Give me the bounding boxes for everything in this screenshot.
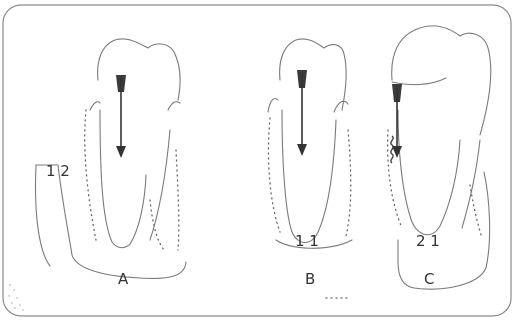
jaw-outline-c (398, 172, 490, 289)
bone-dots-c2 (470, 185, 482, 238)
tooth-root-b (282, 110, 336, 243)
tooth-crown-a (98, 39, 180, 100)
panel-a: 1 2 A (36, 39, 186, 288)
numbers-b: 1 1 (295, 232, 319, 250)
panel-c: 2 1 C (388, 26, 491, 289)
root-inner-c (462, 140, 480, 228)
gingiva-left-b (268, 99, 278, 113)
gingiva-right-b (334, 101, 348, 112)
force-arrow-a (116, 75, 126, 158)
diagram-frame (3, 5, 511, 316)
frame-speckle (8, 284, 23, 310)
bone-dots-a3 (176, 150, 179, 250)
bone-dots-a2 (150, 200, 164, 250)
numbers-c: 2 1 (416, 232, 440, 250)
tooth-root-a (100, 110, 146, 248)
gingiva-right-a (168, 102, 180, 110)
bone-dots-b2 (346, 130, 351, 236)
gingiva-left-a (90, 102, 100, 110)
numbers-a: 1 2 (46, 162, 70, 180)
crown-ridge-c (392, 78, 446, 85)
panel-label-a: A (118, 270, 129, 288)
panel-label-c: C (424, 270, 434, 288)
panel-b: 1 1 B (268, 39, 352, 298)
panel-label-b: B (305, 270, 315, 288)
bone-dots-c (388, 130, 402, 228)
bone-dots-a (85, 110, 96, 240)
tooth-crown-b (280, 39, 347, 110)
root-inner-a (150, 130, 170, 240)
force-arrow-b (297, 70, 307, 156)
bone-dots-b (268, 118, 280, 232)
ligament-c (391, 136, 393, 163)
jaw-side-a (36, 165, 50, 266)
force-arrow-c (392, 84, 402, 158)
tooth-root-c (398, 110, 460, 235)
